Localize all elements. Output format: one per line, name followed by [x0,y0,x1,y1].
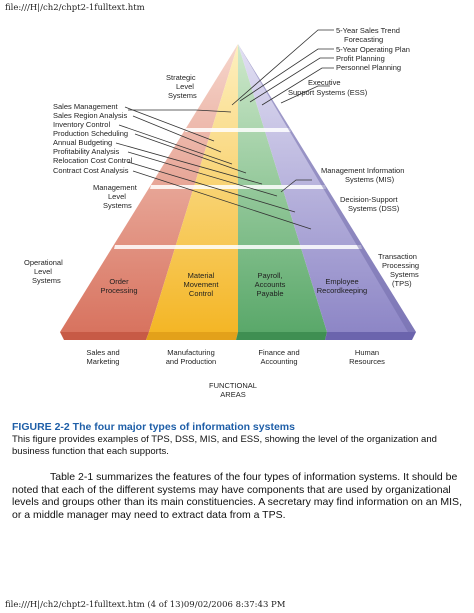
ess-example-5yr-sales-trend: 5-Year Sales Trend [336,26,400,35]
tps-label-line2: Processing [382,261,419,270]
pyramid-sales-face [60,44,238,332]
page-header-url: file:///H|/ch2/chpt2-1fulltext.htm [5,3,145,13]
tps-finance-cell-2: Accounts [255,280,286,289]
functional-area-finance-1: Finance and [258,348,299,357]
information-systems-pyramid-figure: 5-Year Sales Trend Forecasting 5-Year Op… [24,26,419,399]
strategic-level-label-1: Strategic [166,73,196,82]
tps-sales-cell-1: Order [109,277,129,286]
functional-areas-title-2: AREAS [220,390,245,399]
strategic-level-label-2: Level [176,82,194,91]
dss-label-line1: Decision-Support [340,195,398,204]
functional-area-finance-2: Accounting [260,357,297,366]
dss-label-line2: Systems (DSS) [348,204,400,213]
tps-label-line3: Systems [390,270,419,279]
mis-example-profitability-analysis: Profitability Analysis [53,147,120,156]
figure-caption-text: This figure provides examples of TPS, DS… [12,434,437,457]
tps-finance-cell-1: Payroll, [257,271,282,280]
functional-area-manufacturing-2: and Production [166,357,216,366]
base-manufacturing-segment [146,332,238,340]
mis-example-annual-budgeting: Annual Budgeting [53,138,112,147]
operational-level-band [114,245,362,249]
mis-example-sales-region-analysis: Sales Region Analysis [53,111,127,120]
body-paragraph: Table 2-1 summarizes the features of the… [12,471,462,521]
tps-label-line1: Transaction [378,252,417,261]
functional-area-sales-2: Marketing [87,357,120,366]
page-footer-url: file:///H|/ch2/chpt2-1fulltext.htm (4 of… [5,600,286,610]
functional-areas-title-1: FUNCTIONAL [209,381,257,390]
ess-example-forecasting: Forecasting [344,35,383,44]
functional-area-manufacturing-1: Manufacturing [167,348,215,357]
operational-level-label-1: Operational [24,258,63,267]
ess-example-5yr-operating-plan: 5-Year Operating Plan [336,45,410,54]
functional-area-hr-1: Human [355,348,379,357]
functional-area-sales-1: Sales and [86,348,119,357]
mis-example-production-scheduling: Production Scheduling [53,129,128,138]
mis-label-line1: Management Information [321,166,404,175]
base-finance-segment [236,332,327,340]
tps-manufacturing-cell-2: Movement [183,280,219,289]
tps-manufacturing-cell-1: Material [188,271,215,280]
tps-hr-cell-2: Recordkeeping [317,286,367,295]
mis-example-sales-management: Sales Management [53,102,119,111]
operational-level-label-2: Level [34,267,52,276]
management-level-label-1: Management [93,183,138,192]
strategic-level-label-3: Systems [168,91,197,100]
pyramid-right-edge-shade [238,44,416,332]
mis-example-relocation-cost-control: Relocation Cost Control [53,156,133,165]
ess-example-profit-planning: Profit Planning [336,54,385,63]
tps-manufacturing-cell-3: Control [189,289,214,298]
figure-caption-title: FIGURE 2-2 The four major types of infor… [12,421,295,433]
operational-level-label-3: Systems [32,276,61,285]
tps-label-line4: (TPS) [392,279,412,288]
functional-area-hr-2: Resources [349,357,385,366]
base-sales-segment [60,332,149,340]
mis-example-inventory-control: Inventory Control [53,120,110,129]
ess-label-line2: Support Systems (ESS) [288,88,368,97]
management-level-label-3: Systems [103,201,132,210]
strategic-level-band [185,128,291,132]
management-level-band [150,185,326,189]
ess-example-personnel-planning: Personnel Planning [336,63,401,72]
tps-hr-cell-1: Employee [325,277,358,286]
mis-example-contract-cost-analysis: Contract Cost Analysis [53,166,129,175]
management-level-label-2: Level [108,192,126,201]
ess-label-line1: Executive [308,78,341,87]
base-hr-segment [325,332,416,340]
mis-callout-lines [115,106,312,230]
mis-label-line2: Systems (MIS) [345,175,395,184]
ess-callout-lines [128,29,334,113]
tps-sales-cell-2: Processing [100,286,137,295]
tps-finance-cell-3: Payable [256,289,283,298]
